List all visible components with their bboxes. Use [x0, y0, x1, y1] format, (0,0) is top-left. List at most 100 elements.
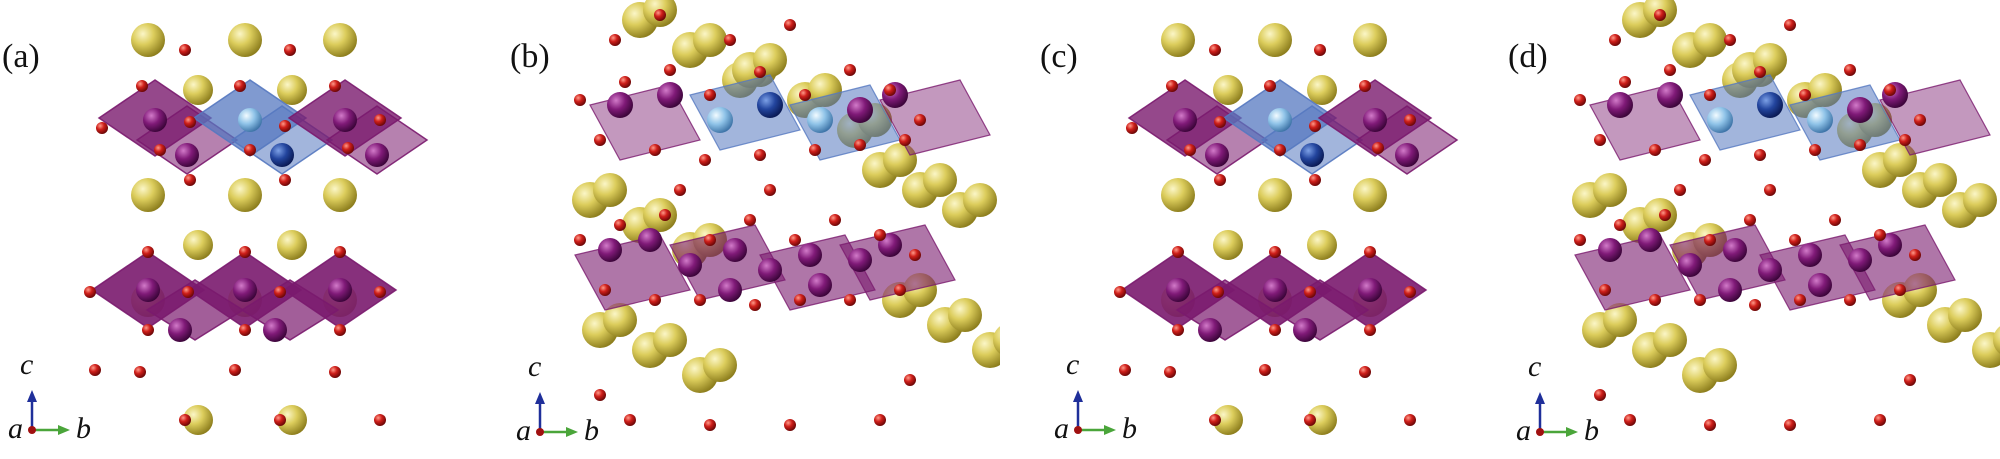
b-site-atom — [607, 92, 633, 118]
b-site-atom-blue — [1757, 92, 1783, 118]
oxygen-atom — [142, 324, 154, 336]
a-site-atom — [228, 23, 262, 57]
b-site-atom — [723, 238, 747, 262]
oxygen-atom — [1854, 139, 1866, 151]
oxygen-atom — [574, 234, 586, 246]
a-site-atom — [183, 230, 213, 260]
oxygen-atom — [334, 324, 346, 336]
oxygen-atom — [1749, 299, 1761, 311]
oxygen-atom — [674, 184, 686, 196]
purple-octahedron — [839, 224, 956, 301]
b-site-atom — [333, 108, 357, 132]
a-site-atom — [1653, 323, 1687, 357]
b-site-atom — [638, 228, 662, 252]
a-site-atom — [963, 183, 997, 217]
b-site-atom — [136, 278, 160, 302]
oxygen-atom — [136, 80, 148, 92]
oxygen-atom — [1259, 364, 1271, 376]
oxygen-atom — [274, 414, 286, 426]
oxygen-atom — [1699, 154, 1711, 166]
a-site-atom — [653, 323, 687, 357]
a-site-atom — [1307, 230, 1337, 260]
oxygen-atom — [1172, 246, 1184, 258]
a-site-atom — [993, 326, 1000, 354]
b-site-atom — [175, 143, 199, 167]
a-site-atom — [183, 75, 213, 105]
oxygen-atom — [1649, 294, 1661, 306]
oxygen-atom — [784, 19, 796, 31]
oxygen-atom — [699, 154, 711, 166]
oxygen-atom — [884, 84, 896, 96]
a-axis-label: a — [1516, 414, 1531, 447]
a-site-atom — [1963, 183, 1997, 217]
a-site-atom — [277, 230, 307, 260]
crystal-structure-b — [535, 0, 1000, 437]
oxygen-atom — [574, 94, 586, 106]
a-site-atom — [593, 173, 627, 207]
panel-label: (d) — [1508, 38, 1548, 75]
oxygen-atom — [1844, 294, 1856, 306]
a-site-atom — [131, 178, 165, 212]
oxygen-atom — [704, 89, 716, 101]
b-site-atom-blue — [707, 107, 733, 133]
a-site-atom — [1972, 332, 2000, 368]
b-site-atom — [1293, 318, 1317, 342]
oxygen-atom — [1212, 286, 1224, 298]
b-site-atom — [1173, 108, 1197, 132]
b-site-atom — [808, 273, 832, 297]
oxygen-atom — [1874, 229, 1886, 241]
panel-label: (a) — [2, 38, 40, 75]
oxygen-atom — [329, 366, 341, 378]
oxygen-atom — [1359, 366, 1371, 378]
oxygen-atom — [1884, 84, 1896, 96]
oxygen-atom — [1166, 80, 1178, 92]
b-site-atom — [1166, 278, 1190, 302]
oxygen-atom — [134, 366, 146, 378]
oxygen-atom — [1649, 144, 1661, 156]
a-site-atom — [1353, 178, 1387, 212]
a-site-atom — [323, 23, 357, 57]
oxygen-atom — [89, 364, 101, 376]
panel-label: (b) — [510, 38, 550, 75]
oxygen-atom — [1659, 209, 1671, 221]
a-axis-label: a — [516, 414, 531, 447]
b-site-atom-dark — [1300, 143, 1324, 167]
oxygen-atom — [704, 234, 716, 246]
oxygen-atom — [279, 120, 291, 132]
oxygen-atom — [649, 294, 661, 306]
oxygen-atom — [184, 116, 196, 128]
oxygen-atom — [1599, 284, 1611, 296]
a-site-atom — [972, 332, 1000, 368]
oxygen-atom — [1909, 249, 1921, 261]
a-site-atom — [603, 303, 637, 337]
oxygen-atom — [594, 389, 606, 401]
a-site-atom — [1703, 348, 1737, 382]
oxygen-atom — [1359, 80, 1371, 92]
oxygen-atom — [784, 419, 796, 431]
oxygen-atom — [904, 374, 916, 386]
oxygen-atom — [1789, 234, 1801, 246]
b-axis-arrowhead — [1104, 425, 1116, 435]
oxygen-atom — [1784, 19, 1796, 31]
oxygen-atom — [1209, 414, 1221, 426]
oxygen-atom — [244, 144, 256, 156]
oxygen-atom — [1126, 122, 1138, 134]
oxygen-atom — [1899, 134, 1911, 146]
b-axis-arrowhead — [1566, 427, 1578, 437]
c-axis-label: c — [1066, 348, 1080, 381]
b-site-atom — [1607, 92, 1633, 118]
oxygen-atom — [1269, 246, 1281, 258]
b-axis-label: b — [584, 414, 599, 447]
b-axis-label: b — [1584, 414, 1599, 447]
b-site-atom — [143, 108, 167, 132]
oxygen-atom — [1274, 144, 1286, 156]
oxygen-atom — [342, 142, 354, 154]
b-site-atom — [263, 318, 287, 342]
oxygen-atom — [909, 249, 921, 261]
oxygen-atom — [1309, 174, 1321, 186]
a-site-atom — [183, 405, 213, 435]
oxygen-atom — [874, 229, 886, 241]
crystal-structure-a — [27, 23, 429, 435]
oxygen-atom — [1794, 294, 1806, 306]
